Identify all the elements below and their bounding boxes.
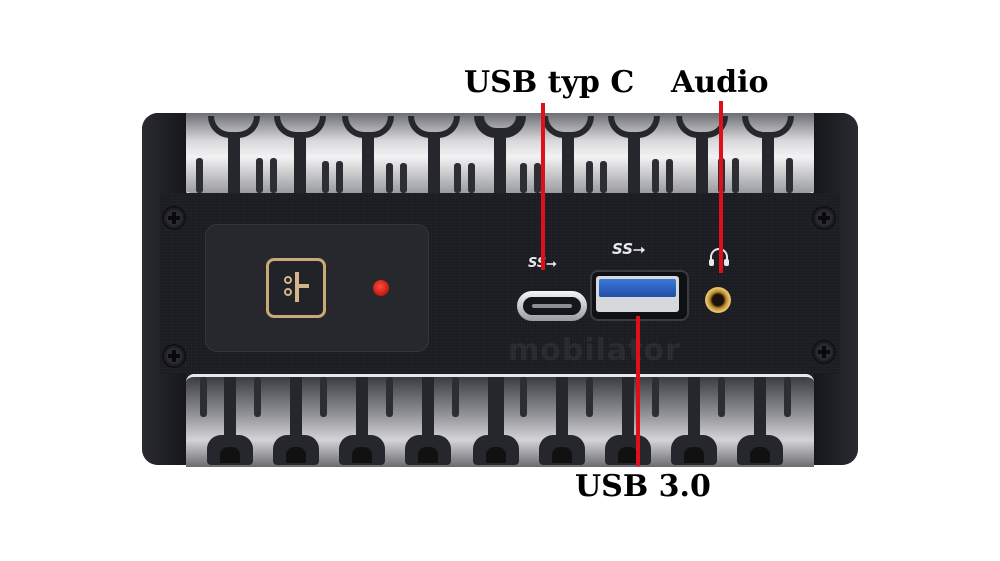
annotation-line-audio xyxy=(719,101,723,273)
usb3-port-tongue xyxy=(599,279,676,297)
screw-icon xyxy=(812,340,836,364)
label-audio: Audio xyxy=(671,65,769,100)
label-usb-c: USB typ C xyxy=(464,65,635,100)
screw-icon xyxy=(812,206,836,230)
usb-c-tongue xyxy=(532,304,572,308)
audio-jack[interactable] xyxy=(705,287,731,313)
superspeed-usb-a-logo: SS⭢ xyxy=(612,240,646,258)
annotation-line-usb-c xyxy=(541,103,545,270)
screw-icon xyxy=(162,206,186,230)
top-heatsink-vent xyxy=(186,113,814,196)
screw-icon xyxy=(162,344,186,368)
watermark: mobilator xyxy=(508,333,681,368)
label-usb3: USB 3.0 xyxy=(575,469,711,504)
power-led-indicator xyxy=(373,280,389,296)
annotation-line-usb3 xyxy=(636,316,640,466)
bottom-heatsink-vent xyxy=(186,374,814,467)
power-icon xyxy=(284,272,309,302)
